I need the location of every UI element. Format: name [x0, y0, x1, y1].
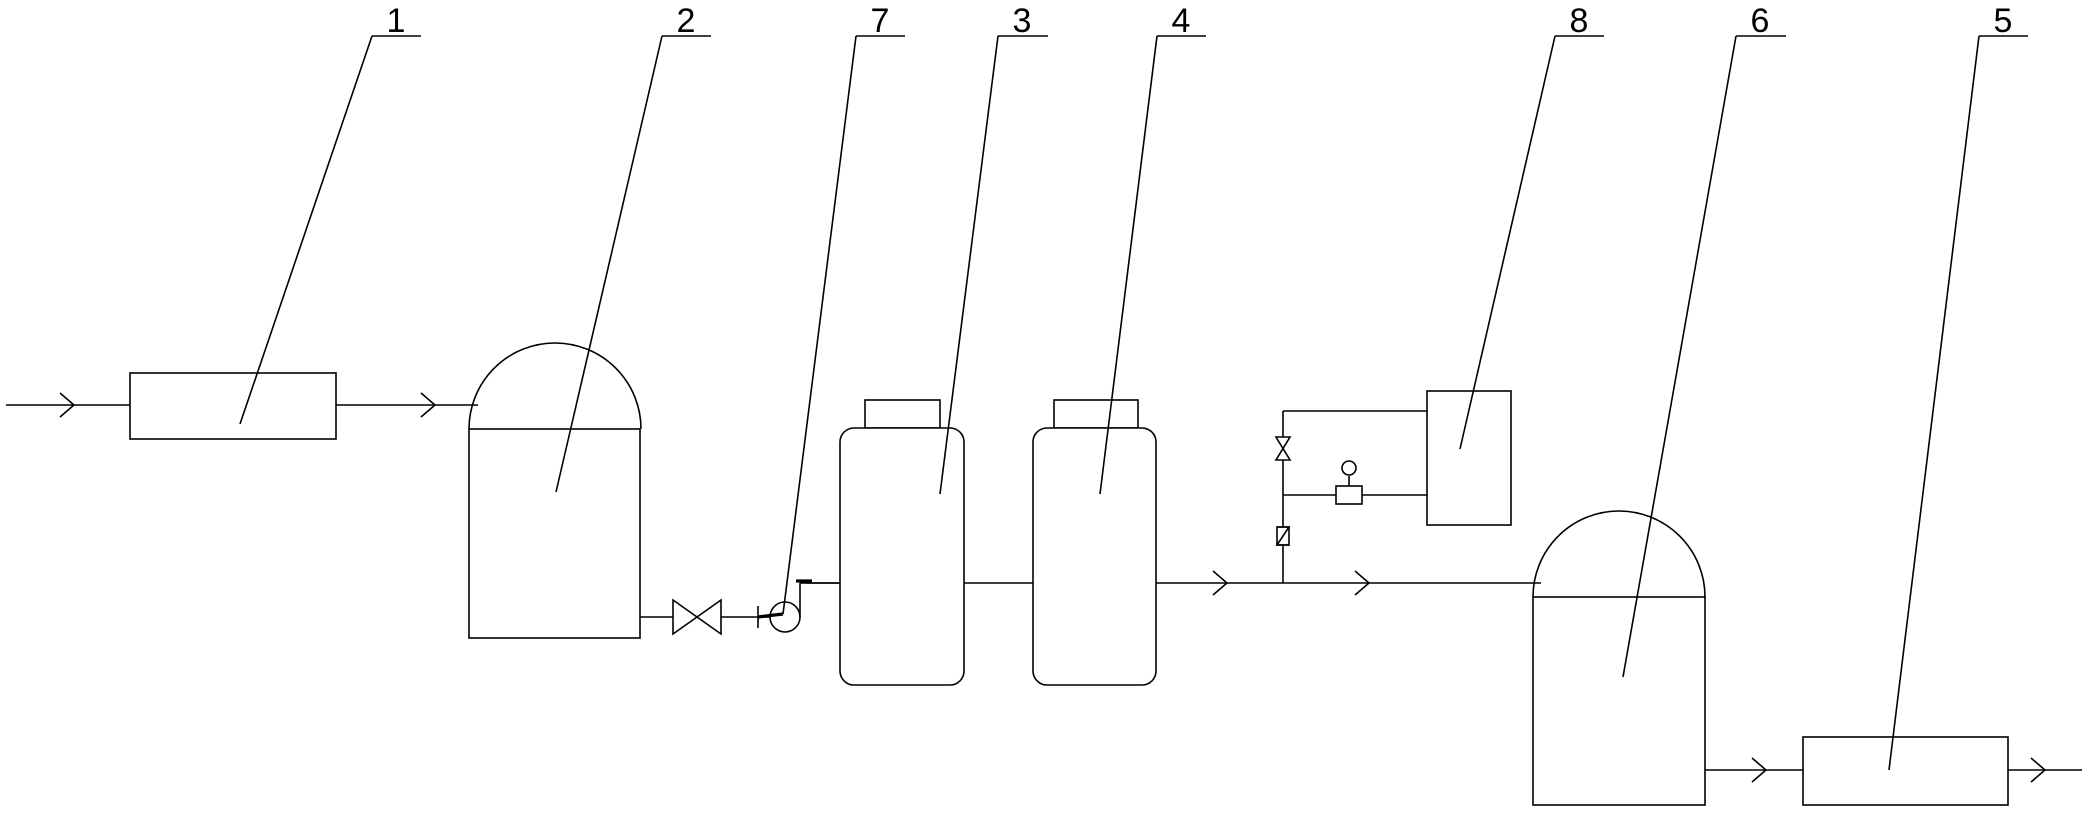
leader-lines	[239, 35, 2028, 771]
label-5: 5	[1994, 2, 2013, 40]
component-1-box	[129, 372, 337, 440]
branch-valve-icon	[1274, 436, 1292, 461]
component-labels: 1 2 7 3 4 8 6 5	[387, 2, 2013, 40]
component-6-tank	[1532, 510, 1706, 806]
label-6: 6	[1751, 2, 1770, 40]
label-8: 8	[1570, 2, 1589, 40]
component-8-unit	[1274, 390, 1512, 583]
label-7: 7	[871, 2, 890, 40]
label-2: 2	[677, 2, 696, 40]
component-5-box	[1802, 736, 2009, 806]
component-3-vessel	[839, 399, 965, 686]
flow-arrow-icon	[2030, 757, 2047, 783]
flow-arrow-icon	[1354, 570, 1371, 596]
gate-valve-icon	[672, 598, 722, 636]
flow-arrows	[59, 392, 2047, 783]
gauge-icon	[1341, 460, 1357, 476]
flow-arrow-icon	[1212, 570, 1229, 596]
component-4-vessel	[1032, 399, 1157, 686]
flow-arrow-icon	[1751, 757, 1768, 783]
component-2-tank	[468, 342, 642, 639]
flow-arrow-icon	[59, 392, 76, 418]
component-7-pump	[757, 579, 840, 633]
label-4: 4	[1172, 2, 1191, 40]
flow-arrow-icon	[420, 392, 437, 418]
label-1: 1	[387, 2, 406, 40]
label-3: 3	[1013, 2, 1032, 40]
meter-icon	[1335, 485, 1363, 505]
